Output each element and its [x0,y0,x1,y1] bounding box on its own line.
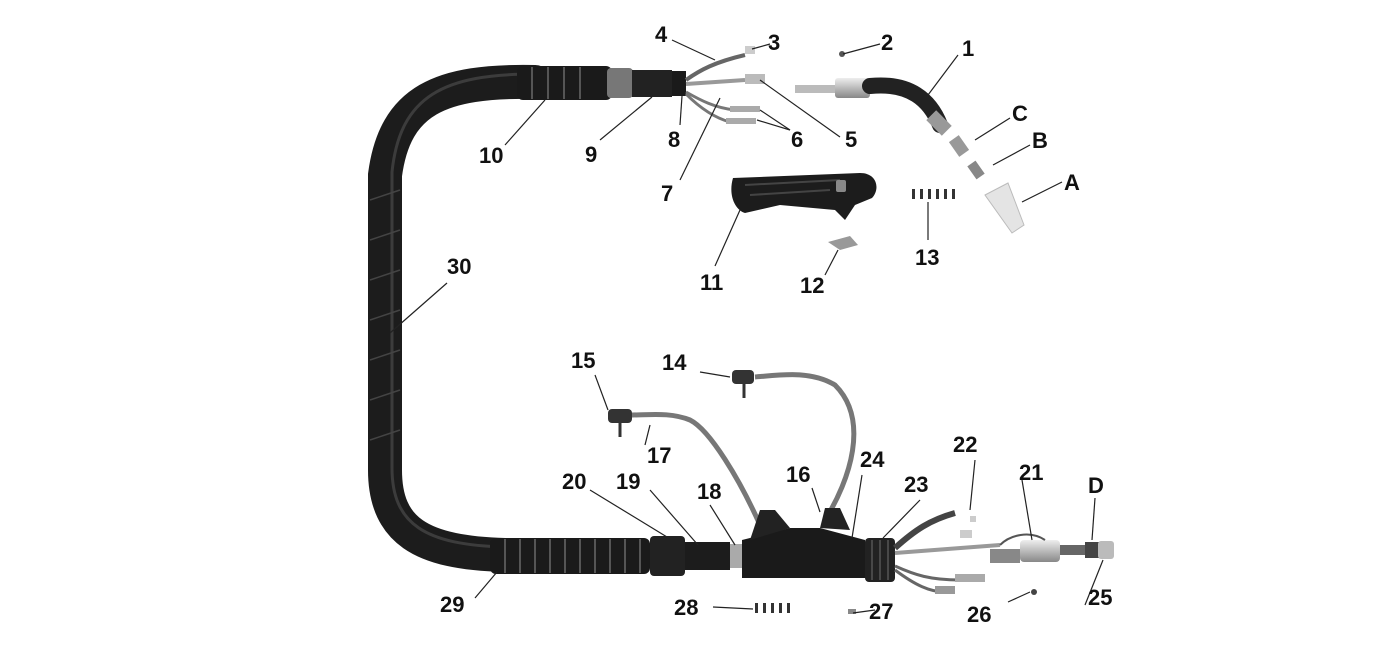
ring-18 [730,544,742,568]
label-4: 4 [655,22,668,47]
label-13: 13 [915,245,939,270]
leader-lines [389,39,1104,614]
label-24: 24 [860,447,885,472]
label-27: 27 [869,599,893,624]
bottom-boot-29 [490,538,650,574]
screws-13 [912,189,955,199]
part-22-pin [970,516,976,522]
part-labels: 1 2 3 4 5 6 7 8 9 10 11 12 13 14 15 16 1… [440,22,1112,627]
label-C: C [1012,101,1028,126]
main-cable [368,64,552,572]
label-6: 6 [791,127,803,152]
trigger-12 [828,236,858,250]
swan-neck-1 [795,77,952,136]
sleeve-19 [685,542,730,570]
label-23: 23 [904,472,928,497]
label-29: 29 [440,592,464,617]
nozzle-A [984,182,1025,234]
hose-14 [732,370,857,522]
label-25: 25 [1088,585,1112,610]
label-30: 30 [447,254,471,279]
hose-15 [608,409,763,527]
label-28: 28 [674,595,698,620]
top-boot-10 [517,66,633,100]
rear-wires [892,510,1001,594]
part-D [1085,542,1099,558]
label-5: 5 [845,127,857,152]
collar-8 [672,71,686,96]
label-7: 7 [661,181,673,206]
label-B: B [1032,128,1048,153]
nut-23 [865,538,895,582]
part-3-pin [745,46,755,54]
screws-28 [755,603,790,613]
label-2: 2 [881,30,893,55]
label-3: 3 [768,30,780,55]
label-8: 8 [668,127,680,152]
label-11: 11 [700,270,723,295]
label-21: 21 [1019,460,1043,485]
label-17: 17 [647,443,671,468]
handle-11 [731,173,877,220]
label-26: 26 [967,602,991,627]
part-26-screw [1031,589,1037,595]
label-A: A [1064,170,1080,195]
sleeve-9 [632,70,672,97]
consumable-C [948,135,970,157]
part-2-screw [839,51,845,57]
collar-20 [650,536,685,576]
main-cable-assembly [368,64,552,572]
cap-25 [1098,541,1114,559]
part-27-screw [848,609,856,614]
label-12: 12 [800,273,824,298]
boot-ring [607,68,633,98]
label-22: 22 [953,432,977,457]
cable-highlight [390,72,536,549]
y-block-16 [742,508,865,578]
label-D: D [1088,473,1104,498]
label-18: 18 [697,479,721,504]
label-9: 9 [585,142,597,167]
label-20: 20 [562,469,586,494]
label-10: 10 [479,143,503,168]
consumable-B [967,160,985,180]
label-19: 19 [616,469,640,494]
wire-bundle-top [684,46,765,124]
label-15: 15 [571,348,595,373]
label-1: 1 [962,36,974,61]
label-14: 14 [662,350,687,375]
label-16: 16 [786,462,810,487]
connector-21 [990,533,1099,563]
cable-wrap-lines [369,189,401,441]
